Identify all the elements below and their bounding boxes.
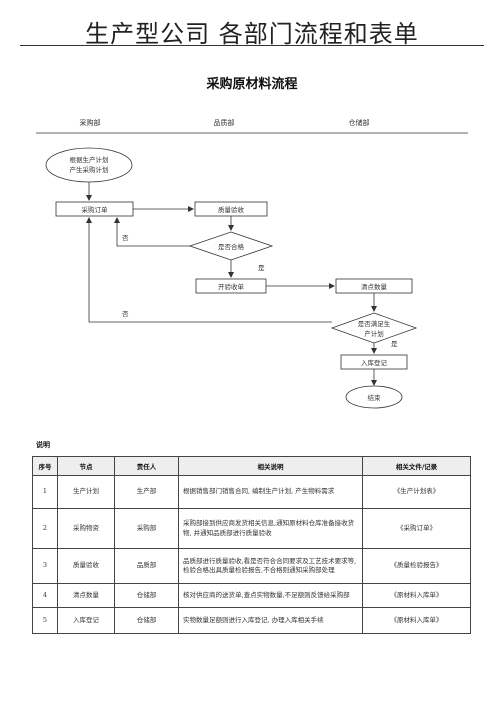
table-row: 4 清点数量 仓储部 核对供应商的送货单,查点实物数量,不足额则反馈给采购部 《… xyxy=(32,583,471,608)
header-description: 相关说明 xyxy=(178,456,363,476)
table-row: 2 采购物资 采购部 采购部接到供应商发货相关信息,通知原材料仓库准备接收货物,… xyxy=(32,508,471,549)
cell-description: 核对供应商的送货单,查点实物数量,不足额则反馈给采购部 xyxy=(178,583,363,608)
cell-description: 根据销售部门销售合同, 编制生产计划, 产生物料需求 xyxy=(178,475,363,509)
cell-records: 《采购订单》 xyxy=(362,508,471,549)
header-node: 节点 xyxy=(57,456,115,476)
yes-label-2: 是 xyxy=(391,340,398,348)
cell-records: 《生产计划表》 xyxy=(362,475,471,509)
header-records: 相关文件/记录 xyxy=(362,456,471,476)
end-node xyxy=(345,385,403,409)
cell-description: 实物数量足额则进行入库登记, 办理入库相关手续 xyxy=(178,607,363,634)
title-divider xyxy=(20,45,484,46)
cell-node: 生产计划 xyxy=(57,475,115,509)
flowchart: 采购部 品质部 仓储部 根据生产计划 产生采购计划 采购订单 质量验收 是否合格… xyxy=(36,118,468,409)
cell-index: 5 xyxy=(32,607,58,634)
arrow-plan-not-met-to-order xyxy=(86,217,332,323)
cell-node: 清点数量 xyxy=(57,583,115,608)
lane-label-warehouse: 仓储部 xyxy=(349,118,370,127)
table-row: 3 质量验收 品质部 品质部进行质量验收,看是否符合合同要求及工艺技术要求等,检… xyxy=(32,548,471,584)
no-label-1: 否 xyxy=(122,234,129,242)
notes-heading: 说明 xyxy=(36,441,50,449)
end-node-label: 结束 xyxy=(368,393,382,402)
decision-plan-label-line2: 产计划 xyxy=(364,329,384,338)
cell-description: 品质部进行质量验收,看是否符合合同要求及工艺技术要求等,检验合格出具质量检验报告… xyxy=(178,548,363,584)
flow-title: 采购原材料流程 xyxy=(206,77,298,92)
cell-index: 4 xyxy=(32,583,58,608)
no-label-2: 否 xyxy=(122,310,129,318)
receiving-label: 开验收单 xyxy=(218,282,245,291)
table-row: 1 生产计划 生产部 根据销售部门销售合同, 编制生产计划, 产生物料需求 《生… xyxy=(32,475,471,509)
table-row: 5 入库登记 仓储部 实物数量足额则进行入库登记, 办理入库相关手续 《原材料入… xyxy=(32,607,471,634)
quality-inspection-label: 质量验收 xyxy=(218,205,245,214)
yes-label-1: 是 xyxy=(258,264,265,272)
start-node xyxy=(45,147,133,183)
cell-index: 1 xyxy=(32,475,58,509)
document-title: 生产型公司 各部门流程和表单 xyxy=(85,20,419,48)
cell-owner: 采购部 xyxy=(114,508,179,549)
count-quantity-label: 清点数量 xyxy=(361,282,388,291)
cell-index: 2 xyxy=(32,508,58,549)
cell-node: 采购物资 xyxy=(57,508,115,549)
warehouse-entry-label: 入库登记 xyxy=(361,358,388,367)
arrow-not-qualified-to-order xyxy=(114,217,190,247)
purchase-order-label: 采购订单 xyxy=(82,205,109,214)
cell-records: 《原材料入库单》 xyxy=(362,583,471,608)
cell-index: 3 xyxy=(32,548,58,584)
decision-plan-node xyxy=(330,312,418,344)
decision-plan-label-line1: 是否满足生 xyxy=(358,319,391,328)
header-index: 序号 xyxy=(32,456,58,476)
cell-records: 《原材料入库单》 xyxy=(362,607,471,634)
table-header-row: 序号 节点 责任人 相关说明 相关文件/记录 xyxy=(32,456,471,476)
cell-description: 采购部接到供应商发货相关信息,通知原材料仓库准备接收货物, 并通知品质部进行质量… xyxy=(178,508,363,549)
lane-label-quality: 品质部 xyxy=(214,118,235,127)
notes-table: 序号 节点 责任人 相关说明 相关文件/记录 1 生产计划 生产部 根据销售部门… xyxy=(32,456,471,634)
cell-node: 入库登记 xyxy=(57,607,115,634)
cell-owner: 生产部 xyxy=(114,475,179,509)
decision-qualified-label: 是否合格 xyxy=(218,242,245,251)
cell-owner: 仓储部 xyxy=(114,583,179,608)
start-node-label-line2: 产生采购计划 xyxy=(70,165,109,174)
header-owner: 责任人 xyxy=(114,456,179,476)
cell-owner: 品质部 xyxy=(114,548,179,584)
start-node-label-line1: 根据生产计划 xyxy=(70,155,109,164)
cell-records: 《质量检验报告》 xyxy=(362,548,471,584)
cell-node: 质量验收 xyxy=(57,548,115,584)
cell-owner: 仓储部 xyxy=(114,607,179,634)
lane-label-purchasing: 采购部 xyxy=(80,118,101,127)
